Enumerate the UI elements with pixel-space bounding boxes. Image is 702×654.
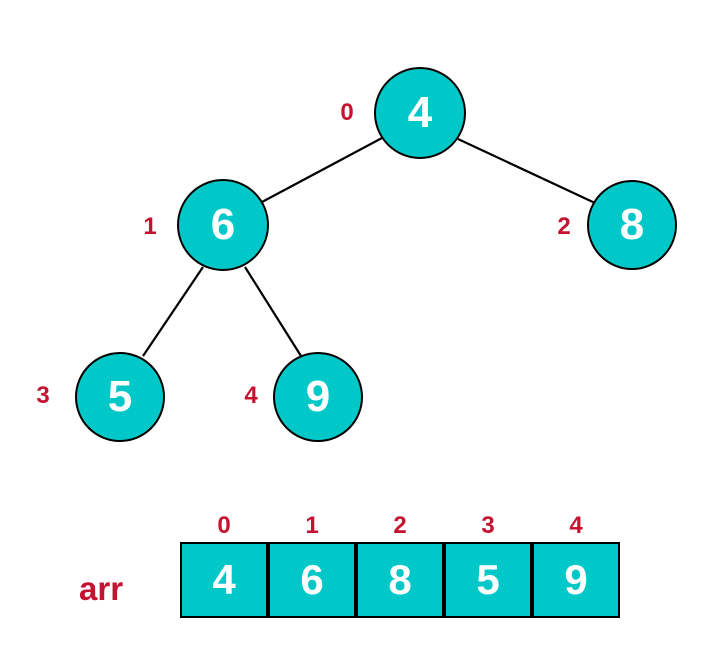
array-index-1: 1 [305,512,319,539]
tree-node-index-label-0: 0 [340,99,354,126]
tree-node-9[interactable]: 9 [273,352,363,442]
tree-node-value: 4 [407,88,433,137]
tree-edge-n0-n1 [261,137,383,203]
tree-node-value: 8 [619,200,645,249]
array-cell-value: 4 [212,556,236,603]
tree-node-index-label-3: 3 [36,382,50,409]
binary-tree: 0 4 1 6 2 8 3 5 4 9 [36,67,677,442]
array-cell-value: 9 [564,556,588,603]
tree-node-6[interactable]: 6 [177,179,269,271]
array-cell-value: 8 [388,556,412,603]
tree-node-4[interactable]: 4 [374,67,466,159]
array-index-0: 0 [217,512,231,539]
tree-node-8[interactable]: 8 [587,180,677,270]
tree-edge-n0-n2 [457,138,596,204]
tree-node-value: 9 [305,372,331,421]
array-index-2: 2 [393,512,407,539]
tree-node-value: 5 [107,372,133,421]
tree-edge-n1-n3 [142,266,204,357]
tree-edges [142,137,596,357]
array-cell-1[interactable]: 6 [268,542,356,618]
tree-edge-n1-n4 [244,266,302,357]
tree-node-index-label-2: 2 [557,213,571,240]
array-cell-value: 5 [476,556,500,603]
array-index-3: 3 [481,512,495,539]
array-cell-0[interactable]: 4 [180,542,268,618]
tree-node-index-label-1: 1 [143,213,157,240]
array-name-label: arr [79,570,124,607]
array-cell-2[interactable]: 8 [356,542,444,618]
tree-node-value: 6 [210,200,236,249]
tree-node-5[interactable]: 5 [75,352,165,442]
array-cell-value: 6 [300,556,324,603]
array-index-4: 4 [569,512,583,539]
array-cell-3[interactable]: 5 [444,542,532,618]
array-cell-4[interactable]: 9 [532,542,620,618]
tree-node-index-label-4: 4 [244,382,258,409]
